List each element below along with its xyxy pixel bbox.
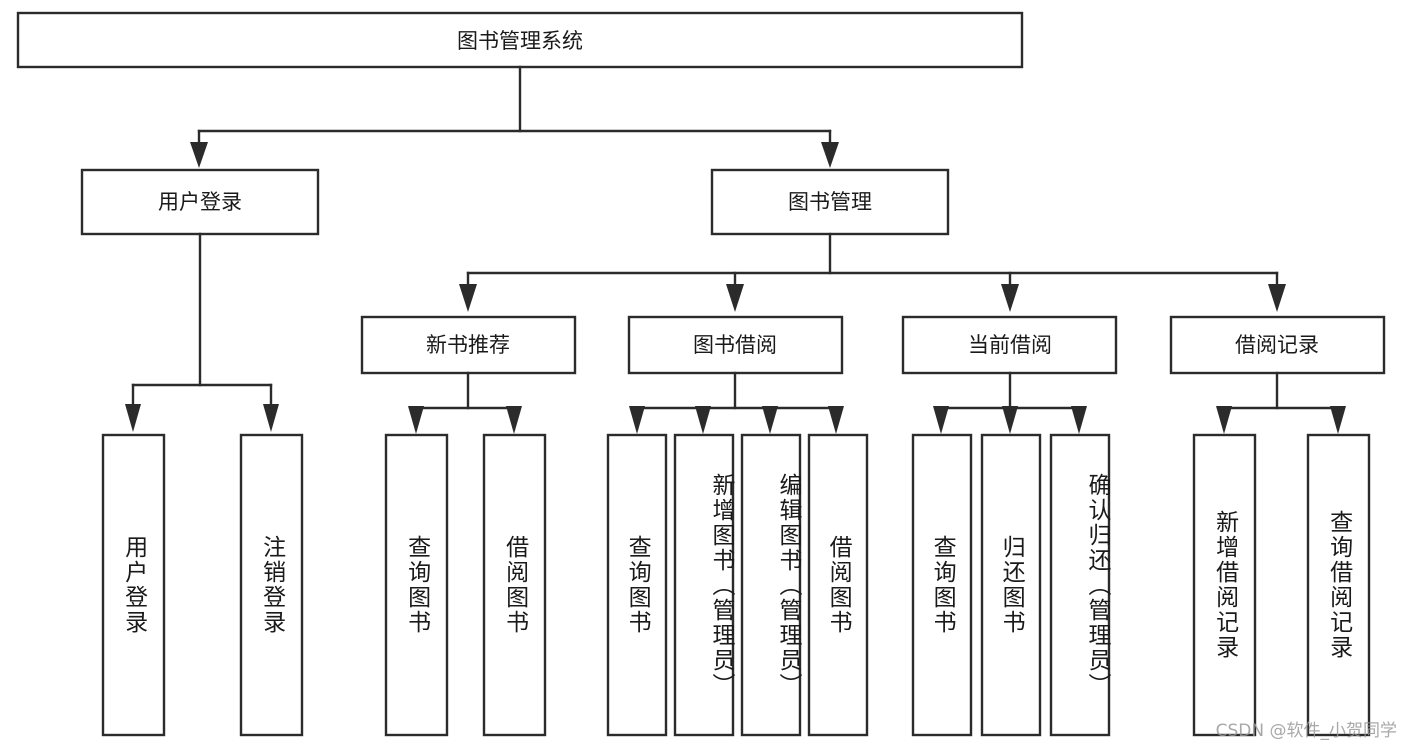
arrow-to-leaf-return-book (1002, 406, 1018, 434)
user-login-label: 用户登录 (158, 190, 242, 214)
arrow-to-leaf-query-book-2 (629, 406, 645, 434)
leaf-box-confirm-return[interactable] (1049, 433, 1111, 737)
leaf-box-user-login[interactable] (101, 433, 166, 737)
node-new-book-recommend[interactable]: 新书推荐 (360, 315, 577, 375)
arrow-to-book-manage (821, 142, 839, 168)
borrow-record-label: 借阅记录 (1235, 333, 1319, 357)
arrow-to-leaf-add-book (695, 406, 711, 434)
user-login-box (80, 168, 320, 236)
leaf-box-query-book-2[interactable] (606, 433, 668, 737)
arrow-to-borrow-record (1268, 284, 1286, 312)
connector-borrow-record-to-leaves (1216, 371, 1346, 434)
leaf-box-query-record[interactable] (1306, 433, 1371, 737)
leaf-box-borrow-book-2[interactable] (807, 433, 869, 737)
connector-book-borrow-to-leaves (629, 371, 844, 434)
arrow-to-book-borrow (726, 284, 744, 312)
leaf-box-logout[interactable] (239, 433, 304, 737)
arrow-to-leaf-borrow-book-1 (506, 406, 522, 434)
connector-root-to-level2 (190, 65, 839, 168)
connector-current-borrow-to-leaves (933, 371, 1087, 434)
root-label: 图书管理系统 (457, 29, 583, 53)
connector-new-book-recommend-to-leaves (408, 371, 522, 434)
node-user-login[interactable]: 用户登录 (80, 168, 320, 236)
leaf-box-add-record[interactable] (1192, 433, 1257, 737)
current-borrow-label: 当前借阅 (968, 333, 1052, 357)
book-manage-label: 图书管理 (788, 190, 872, 214)
arrow-to-new-book-recommend (459, 284, 477, 312)
leaf-box-add-book[interactable] (673, 433, 735, 737)
leaf-box-query-book-1[interactable] (384, 433, 449, 737)
node-borrow-record[interactable]: 借阅记录 (1169, 315, 1386, 375)
leaf-box-borrow-book-1[interactable] (482, 433, 547, 737)
node-current-borrow[interactable]: 当前借阅 (901, 315, 1118, 375)
arrow-to-current-borrow (1001, 284, 1019, 312)
connector-book-manage-to-level3 (459, 232, 1286, 312)
leaf-box-query-book-3[interactable] (911, 433, 973, 737)
arrow-to-leaf-logout (263, 404, 279, 432)
new-book-recommend-label: 新书推荐 (426, 333, 510, 357)
arrow-to-user-login (190, 142, 208, 168)
leaf-box-return-book[interactable] (980, 433, 1042, 737)
arrow-to-leaf-add-record (1216, 406, 1232, 434)
arrow-to-leaf-user-login (125, 404, 141, 432)
node-root[interactable]: 图书管理系统 (16, 11, 1024, 69)
book-borrow-label: 图书借阅 (693, 333, 777, 357)
connector-user-login-to-leaves (125, 232, 279, 432)
arrow-to-leaf-query-book-1 (408, 406, 424, 434)
csdn-watermark: CSDN @软件_小贺同学 (1215, 721, 1397, 741)
node-book-manage[interactable]: 图书管理 (710, 168, 950, 236)
root-box (16, 11, 1024, 69)
arrow-to-leaf-query-record (1330, 406, 1346, 434)
new-book-recommend-box (360, 315, 577, 375)
arrow-to-leaf-borrow-book-2 (828, 406, 844, 434)
arrow-to-leaf-query-book-3 (933, 406, 949, 434)
node-book-borrow[interactable]: 图书借阅 (627, 315, 844, 375)
leaf-boxes (101, 433, 1371, 737)
arrow-to-leaf-confirm-return (1071, 406, 1087, 434)
leaf-box-edit-book[interactable] (740, 433, 802, 737)
arrow-to-leaf-edit-book (762, 406, 778, 434)
current-borrow-box (901, 315, 1118, 375)
